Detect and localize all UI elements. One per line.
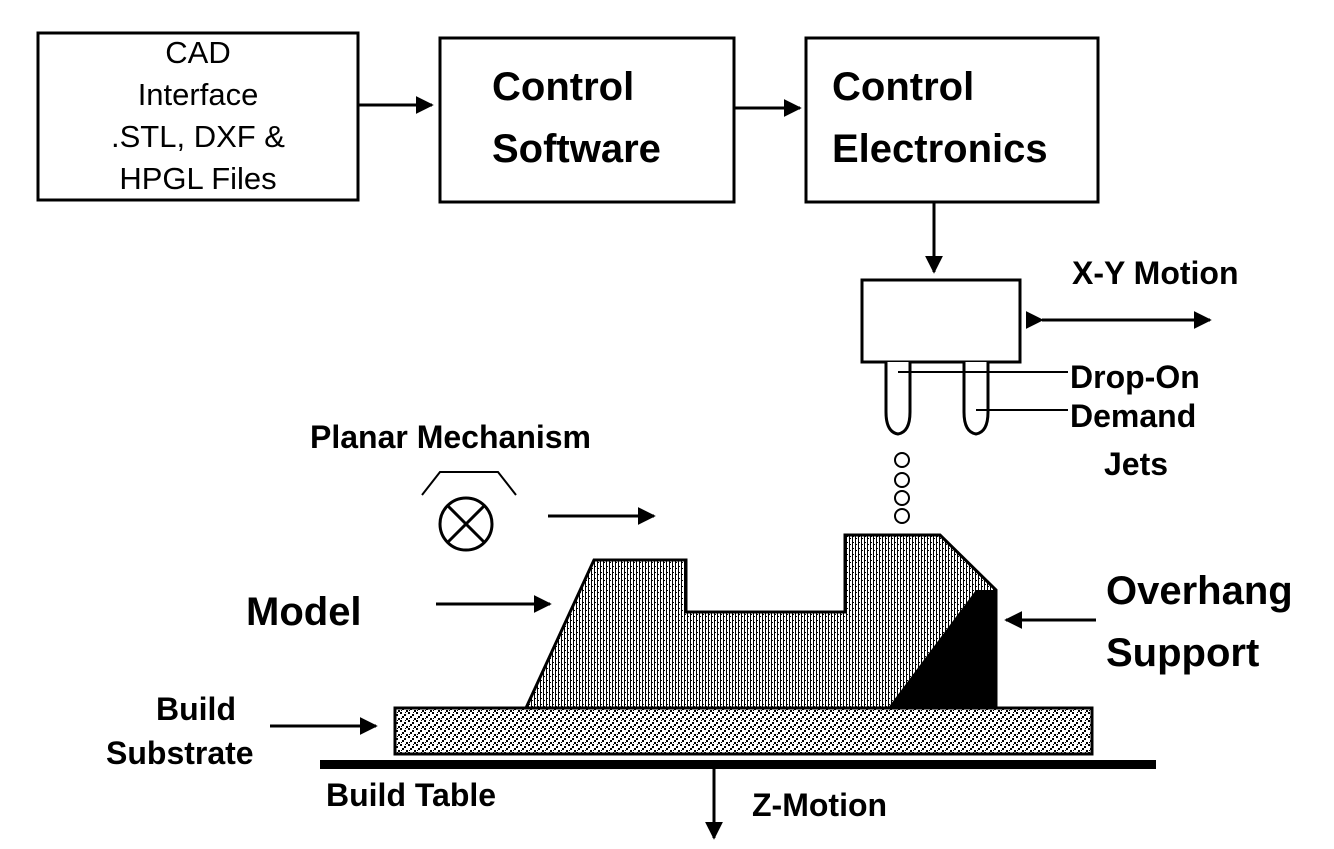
model-label: Model (246, 590, 362, 634)
support-label: Support (1106, 631, 1259, 675)
substrate-label: Substrate (106, 735, 254, 771)
control-software-box: Control Software (438, 36, 736, 204)
build-substrate-shape (393, 706, 1094, 756)
control-electronics-box: Control Electronics (804, 36, 1100, 204)
build-label: Build (156, 691, 236, 727)
jet-nozzle-left (884, 362, 912, 436)
software-line-1: Control (492, 65, 634, 109)
cad-line-4: HPGL Files (119, 161, 276, 196)
overhang-support-shape (888, 590, 996, 708)
xy-motion-label: X-Y Motion (1072, 255, 1239, 291)
overhang-label: Overhang (1106, 569, 1293, 613)
cad-interface-box: CAD Interface .STL, DXF & HPGL Files (36, 31, 360, 202)
demand-label: Demand (1070, 398, 1196, 434)
droplets (894, 452, 910, 524)
drop-on-label: Drop-On (1070, 359, 1200, 395)
z-motion-label: Z-Motion (752, 787, 887, 823)
print-head (860, 278, 1022, 436)
planar-mechanism-icon (421, 471, 517, 552)
cad-line-3: .STL, DXF & (111, 119, 285, 154)
build-table-shape (320, 760, 1156, 769)
build-table-label: Build Table (326, 777, 496, 813)
planar-mechanism-label: Planar Mechanism (310, 419, 591, 455)
jets-label: Jets (1104, 446, 1168, 482)
cad-line-1: CAD (165, 35, 230, 70)
electronics-line-1: Control (832, 65, 974, 109)
cad-line-2: Interface (138, 77, 259, 112)
electronics-line-2: Electronics (832, 127, 1048, 171)
jet-nozzle-right (962, 362, 990, 436)
software-line-2: Software (492, 127, 661, 171)
